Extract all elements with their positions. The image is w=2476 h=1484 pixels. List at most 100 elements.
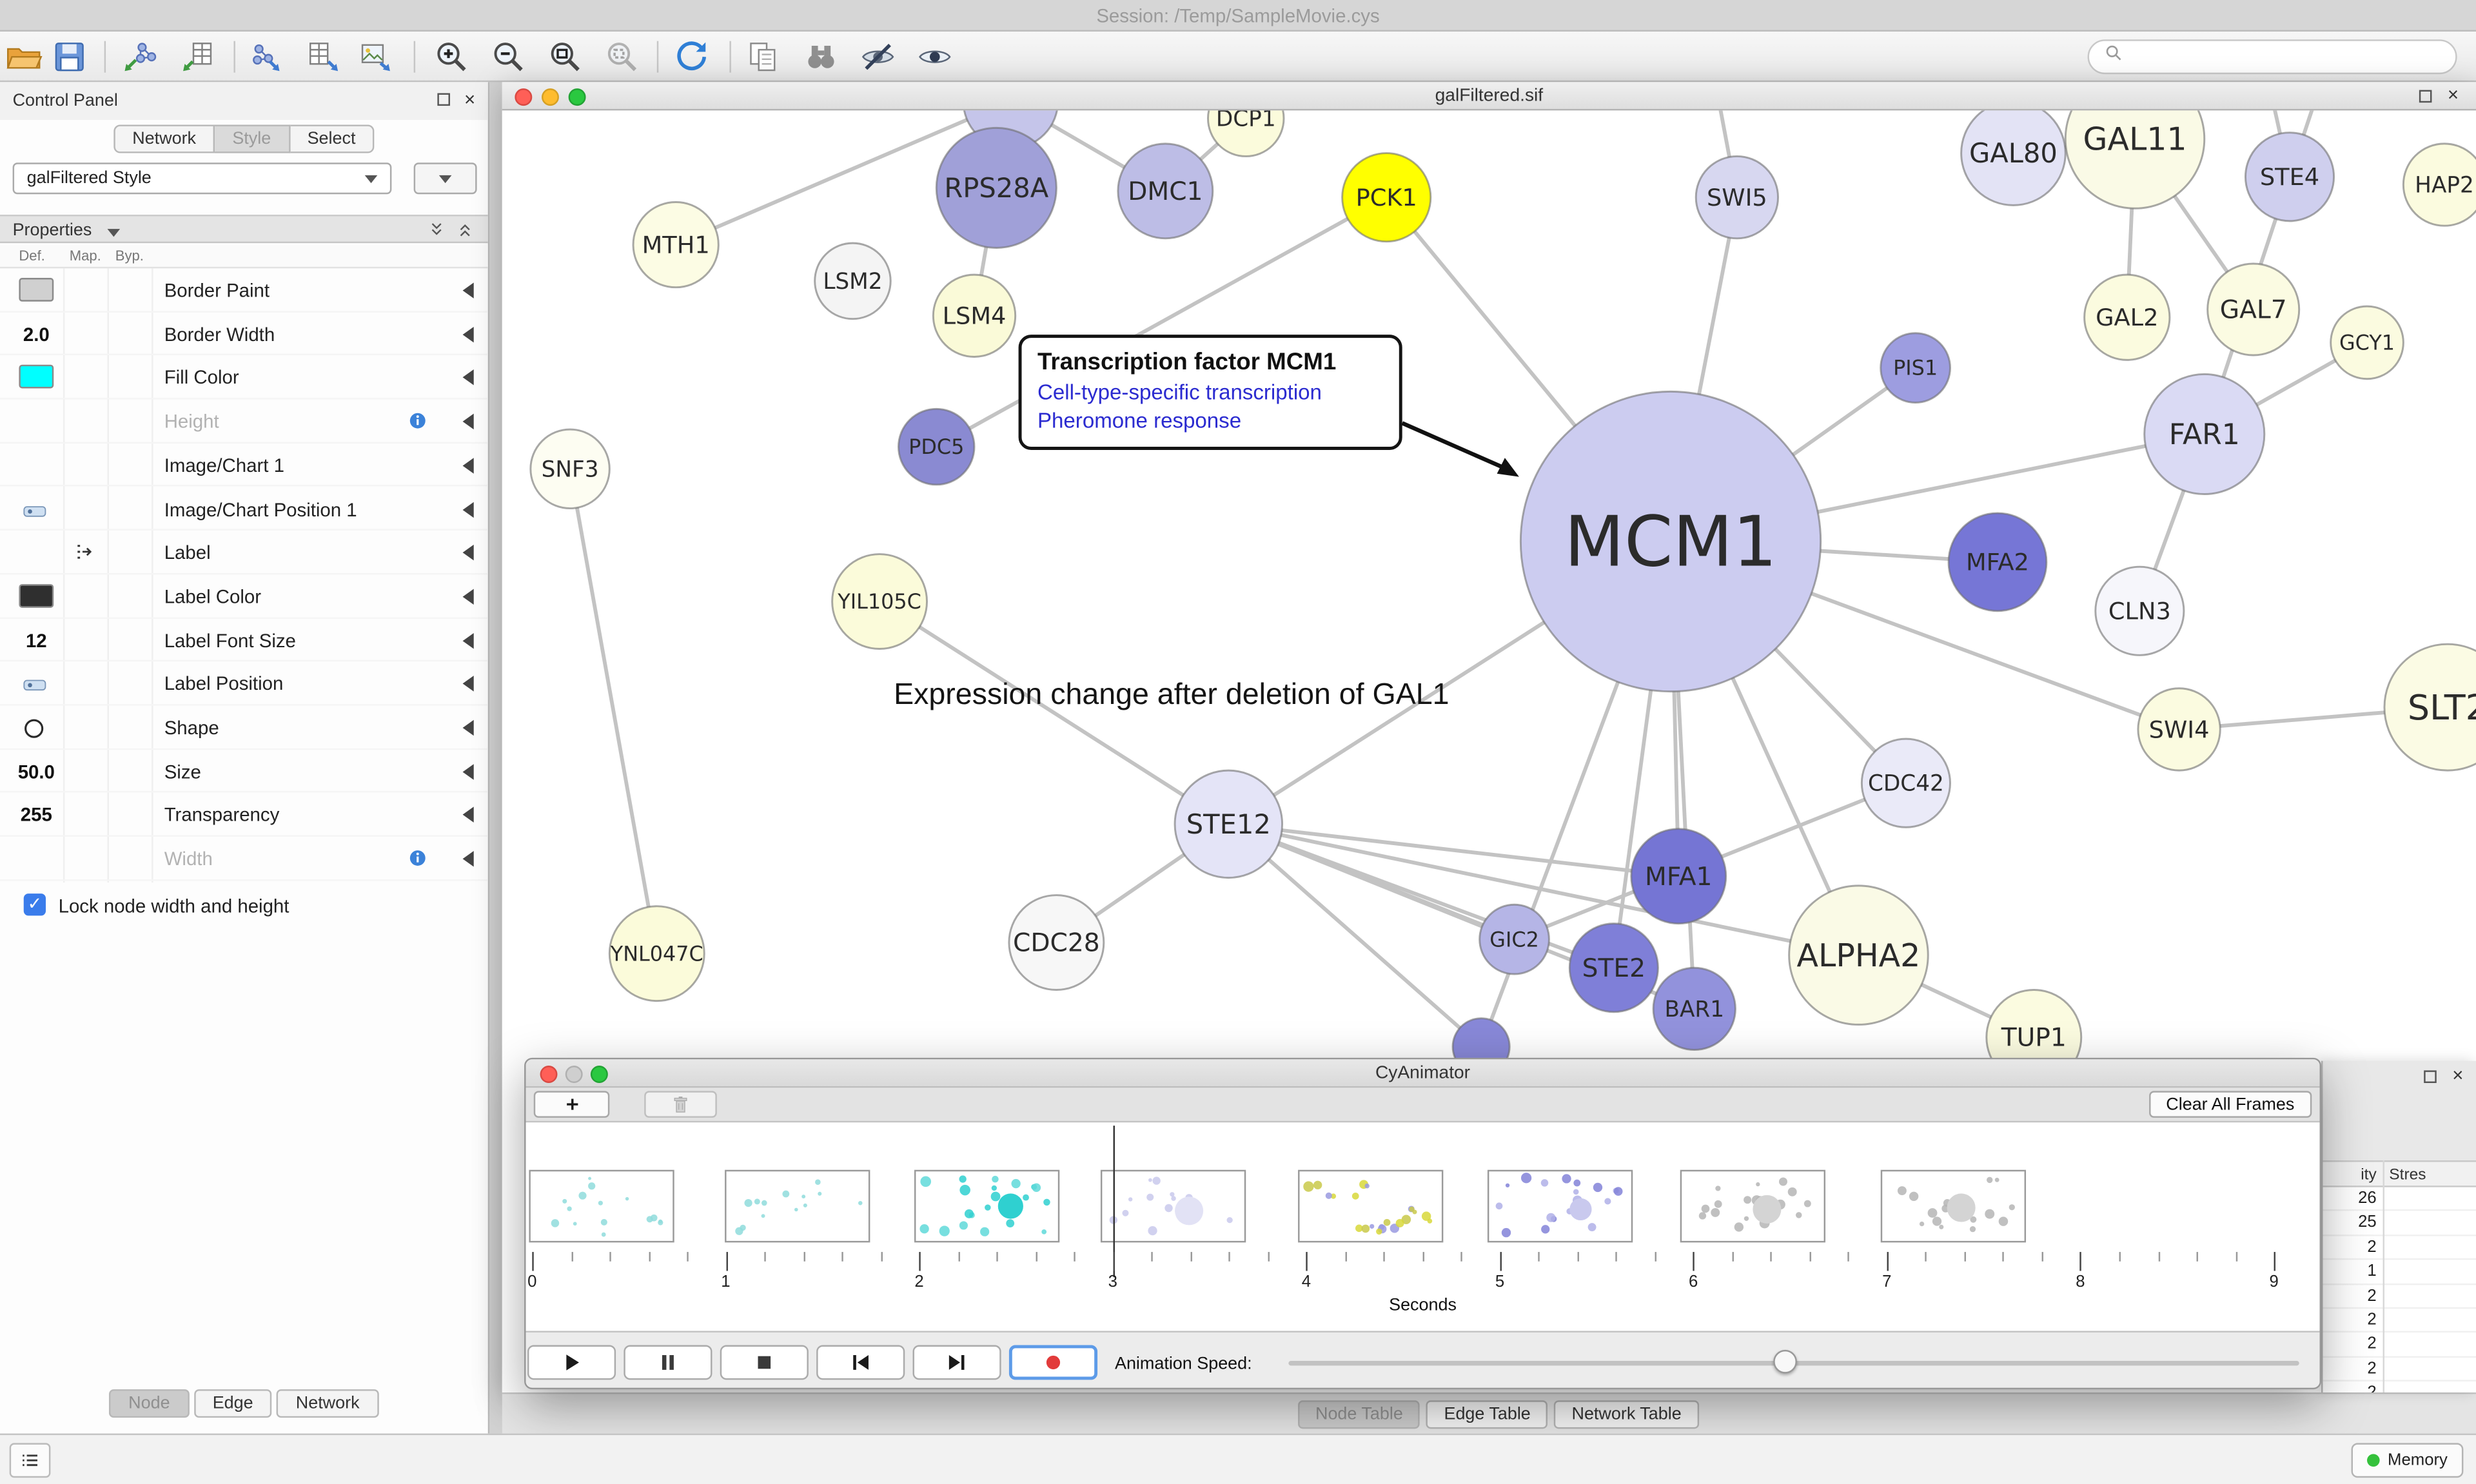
close-icon[interactable]: × (464, 88, 476, 111)
style-property-row[interactable]: Shape (0, 706, 488, 750)
open-session-button[interactable] (5, 38, 43, 76)
network-node[interactable]: LSM2 (814, 242, 892, 320)
stop-button[interactable] (720, 1345, 809, 1380)
frame-thumbnail[interactable] (1298, 1169, 1444, 1243)
style-property-row[interactable]: Fill Color (0, 356, 488, 400)
zoom-traffic-light[interactable] (590, 1066, 608, 1084)
clear-all-frames-button[interactable]: Clear All Frames (2148, 1091, 2312, 1118)
network-node[interactable]: MTH1 (632, 201, 720, 289)
tab-select[interactable]: Select (290, 124, 375, 153)
add-frame-button[interactable] (533, 1091, 610, 1118)
style-property-row[interactable]: Label Color (0, 574, 488, 618)
find-nodes-button[interactable] (802, 38, 840, 76)
expand-arrow-icon[interactable] (462, 282, 474, 298)
save-session-button[interactable] (50, 38, 88, 76)
play-button[interactable] (527, 1345, 616, 1380)
network-node[interactable]: SNF3 (529, 428, 611, 510)
tab-style[interactable]: Style (215, 124, 290, 153)
network-node[interactable]: GAL2 (2083, 273, 2171, 361)
network-node[interactable]: PDC5 (898, 407, 976, 486)
info-icon[interactable] (408, 848, 428, 876)
table-row[interactable]: 2 (2323, 1284, 2476, 1309)
tab-node[interactable]: Node (109, 1389, 189, 1418)
network-node[interactable]: HAP2 (2402, 142, 2476, 227)
expand-arrow-icon[interactable] (462, 763, 474, 780)
expand-arrow-icon[interactable] (462, 807, 474, 823)
expand-arrow-icon[interactable] (462, 457, 474, 474)
style-property-row[interactable]: Label Position (0, 662, 488, 706)
export-image-button[interactable] (357, 38, 395, 76)
table-row[interactable]: 2 (2323, 1333, 2476, 1358)
record-button[interactable] (1008, 1345, 1098, 1380)
expand-arrow-icon[interactable] (462, 501, 474, 518)
network-edge[interactable] (568, 468, 659, 954)
zoom-traffic-light[interactable] (568, 88, 586, 106)
color-swatch[interactable] (19, 278, 54, 302)
network-node[interactable]: MCM1 (1519, 390, 1822, 693)
tab-edge[interactable]: Edge (193, 1389, 273, 1418)
network-node[interactable]: ALPHA2 (1788, 884, 1929, 1026)
import-table-button[interactable] (179, 38, 217, 76)
network-node[interactable]: RPS28A (935, 126, 1057, 249)
table-row[interactable]: 2 (2323, 1309, 2476, 1333)
tab-network[interactable]: Network (277, 1389, 378, 1418)
network-edge[interactable] (1228, 822, 1860, 957)
expand-all-icon[interactable] (455, 219, 475, 248)
memory-button[interactable]: Memory (2351, 1443, 2464, 1478)
network-edge[interactable] (878, 600, 1230, 826)
network-node[interactable]: CDC42 (1860, 737, 1951, 828)
prev-frame-button[interactable] (816, 1345, 905, 1380)
network-node[interactable]: MFA2 (1947, 512, 2048, 612)
delete-frame-button[interactable] (644, 1091, 717, 1118)
tab-network[interactable]: Network (113, 124, 215, 153)
zoom-selected-button[interactable] (604, 38, 642, 76)
table-row[interactable]: 1 (2323, 1260, 2476, 1285)
minimize-traffic-light[interactable] (565, 1066, 583, 1084)
table-row[interactable]: 2 (2323, 1357, 2476, 1382)
collapse-all-icon[interactable] (426, 219, 447, 248)
frame-thumbnail[interactable] (725, 1169, 870, 1243)
table-row[interactable]: 2 (2323, 1236, 2476, 1260)
tab-node-table[interactable]: Node Table (1298, 1400, 1420, 1429)
zoom-out-button[interactable] (489, 38, 527, 76)
style-dropdown[interactable]: galFiltered Style (12, 162, 392, 195)
style-property-row[interactable]: Image/Chart Position 1 (0, 487, 488, 531)
search-box[interactable] (2087, 39, 2457, 75)
annotation-box[interactable]: Transcription factor MCM1 Cell-type-spec… (1018, 335, 1402, 450)
network-edge[interactable] (675, 110, 1010, 247)
minimize-traffic-light[interactable] (542, 88, 559, 106)
default-value[interactable]: 255 (20, 804, 52, 826)
copy-view-button[interactable] (743, 38, 781, 76)
export-network-button[interactable] (246, 38, 284, 76)
expand-arrow-icon[interactable] (462, 851, 474, 867)
network-node[interactable]: YIL105C (831, 553, 928, 650)
show-all-button[interactable] (916, 38, 954, 76)
cyanimator-titlebar[interactable]: CyAnimator (526, 1059, 2320, 1088)
zoom-in-button[interactable] (433, 38, 471, 76)
expand-arrow-icon[interactable] (462, 676, 474, 692)
network-edge[interactable] (1228, 822, 1679, 879)
network-node[interactable]: FAR1 (2143, 373, 2266, 496)
style-property-row[interactable]: Width (0, 837, 488, 881)
position-widget[interactable] (21, 672, 49, 708)
table-row[interactable]: 25 (2323, 1211, 2476, 1236)
network-node[interactable]: SWI4 (2137, 687, 2221, 772)
tab-edge-table[interactable]: Edge Table (1426, 1400, 1548, 1429)
network-node[interactable]: GIC2 (1479, 903, 1550, 975)
network-node[interactable]: MFA1 (1630, 828, 1727, 925)
float-icon[interactable] (437, 93, 450, 106)
network-node[interactable]: GAL80 (1960, 110, 2067, 206)
mapping-indicator[interactable] (73, 540, 97, 572)
style-property-row[interactable]: Height (0, 400, 488, 444)
annotation-link[interactable]: Cell-type-specific transcription (1037, 380, 1322, 404)
network-node[interactable]: CLN3 (2094, 565, 2185, 656)
network-node[interactable]: PCK1 (1341, 152, 1432, 243)
network-window-titlebar[interactable]: galFiltered.sif × (502, 82, 2476, 111)
close-traffic-light[interactable] (515, 88, 533, 106)
expand-arrow-icon[interactable] (462, 545, 474, 561)
network-node[interactable]: STE2 (1568, 923, 1659, 1013)
